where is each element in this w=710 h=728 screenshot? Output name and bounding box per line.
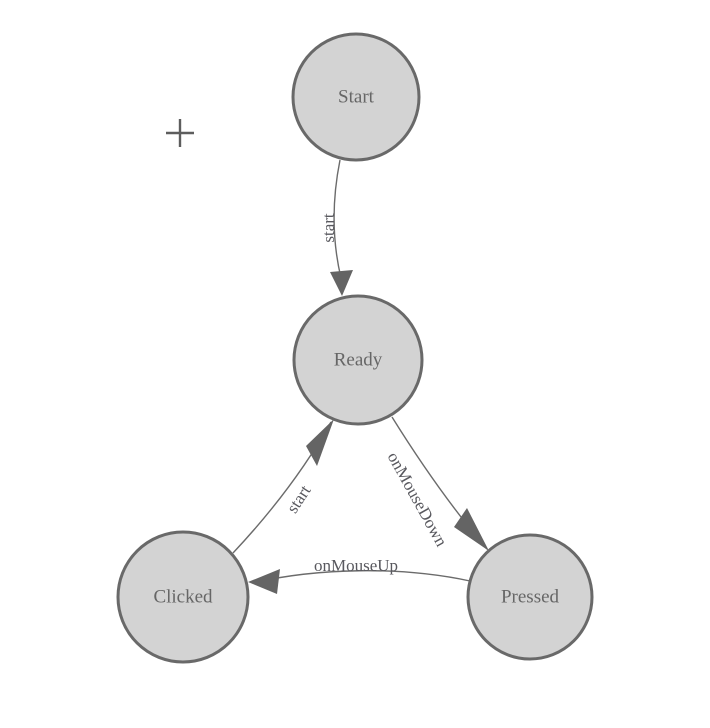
node-circle-ready [292,294,424,426]
arrowhead-clicked-to-ready [306,419,334,466]
edge-label-start-to-ready: start [319,213,338,243]
node-ready[interactable]: Ready [292,294,424,426]
node-pressed[interactable]: Pressed [466,533,594,661]
node-start[interactable]: Start [291,32,421,162]
edge-start-to-ready[interactable]: start [319,159,353,296]
node-label-clicked: Clicked [153,586,213,607]
node-label-ready: Ready [334,349,383,370]
arrowhead-pressed-to-clicked [248,569,280,594]
edge-label-clicked-to-ready: start [283,481,315,516]
arrowhead-start-to-ready [330,270,353,296]
node-label-pressed: Pressed [501,586,560,607]
node-circle-clicked [116,530,250,664]
edge-clicked-to-ready[interactable]: start [232,419,334,554]
node-clicked[interactable]: Clicked [116,530,250,664]
node-label-start: Start [338,86,375,107]
edge-pressed-to-clicked[interactable]: onMouseUp [248,556,471,594]
node-circle-start [291,32,421,162]
edge-ready-to-pressed[interactable]: onMouseDown [384,416,489,551]
edge-label-ready-to-pressed: onMouseDown [384,449,452,550]
edge-path-start-to-ready [333,159,342,279]
node-circle-pressed [466,533,594,661]
plus-marker-icon[interactable] [166,119,194,147]
arrowhead-ready-to-pressed [454,508,489,551]
edge-label-pressed-to-clicked: onMouseUp [314,556,398,575]
